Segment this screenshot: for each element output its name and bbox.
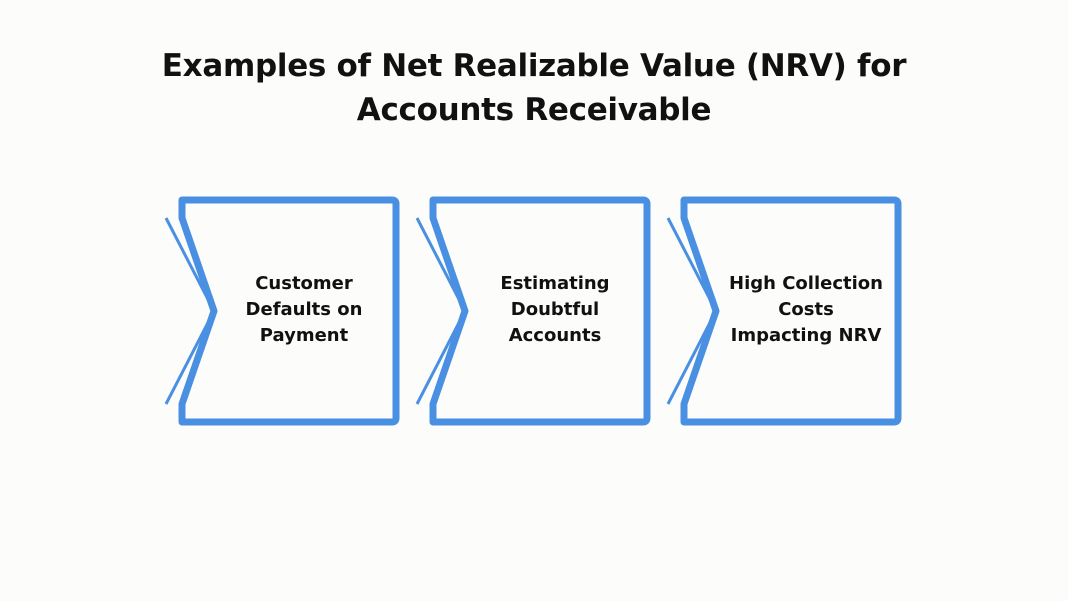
step-label-2: Estimating Doubtful Accounts (500, 273, 610, 346)
step-card-2: Estimating Doubtful Accounts (415, 194, 653, 428)
step-card-1: Customer Defaults on Payment (164, 194, 402, 428)
page-title: Examples of Net Realizable Value (NRV) f… (0, 44, 1068, 132)
step-label-1: Customer Defaults on Payment (245, 273, 363, 346)
chevron-frame-3 (666, 196, 902, 426)
title-line-2: Accounts Receivable (356, 92, 712, 128)
step-card-3: High Collection Costs Impacting NRV (666, 194, 904, 428)
step-label-3: High Collection Costs Impacting NRV (729, 273, 883, 346)
chevron-frame-1 (164, 196, 400, 426)
title-line-1: Examples of Net Realizable Value (NRV) f… (161, 48, 907, 84)
chevron-frame-2 (415, 196, 651, 426)
